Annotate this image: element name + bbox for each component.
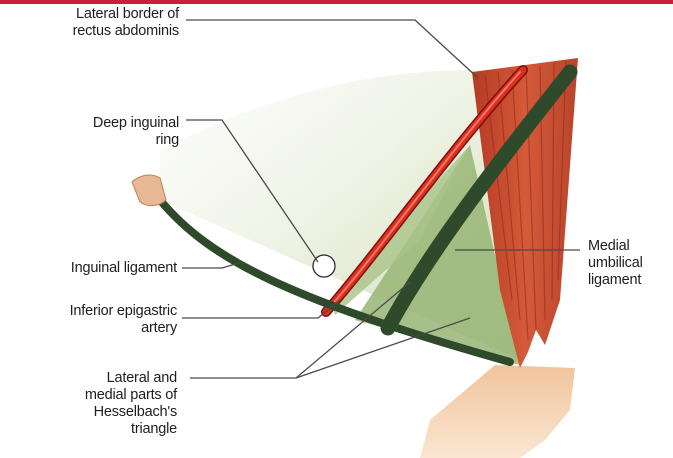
deep-inguinal-ring [313, 255, 335, 277]
leader-lateral-border [186, 20, 478, 78]
label-inferior-epigastric-artery: Inferior epigastric artery [70, 303, 177, 337]
ligament-cut-end [132, 175, 166, 206]
label-lateral-border: Lateral border of rectus abdominis [73, 6, 179, 40]
label-inguinal-ligament: Inguinal ligament [71, 260, 177, 277]
pubic-bone [420, 365, 575, 458]
label-hesselbach-triangle: Lateral and medial parts of Hesselbach's… [85, 370, 177, 438]
label-deep-inguinal-ring: Deep inguinal ring [93, 115, 179, 149]
label-medial-umbilical-ligament: Medial umbilical ligament [588, 238, 643, 289]
